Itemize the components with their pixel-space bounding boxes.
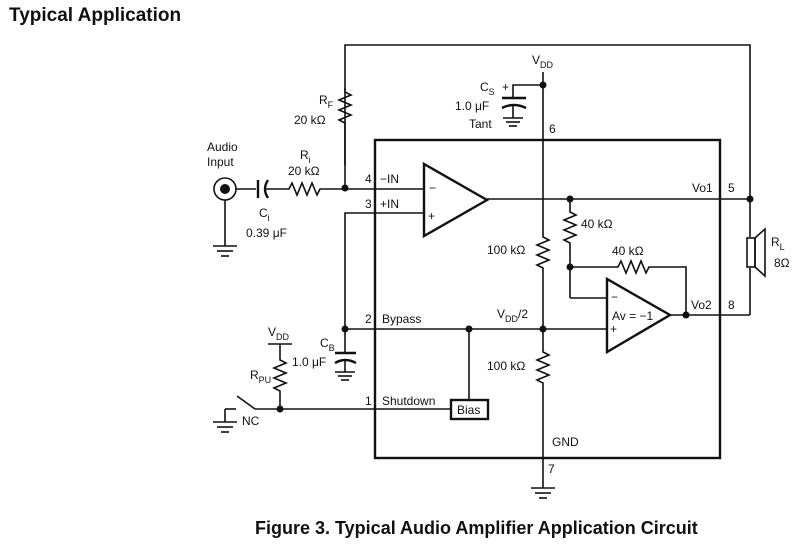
ci-label: Ci	[259, 206, 270, 223]
vdd-label: VDD	[532, 53, 554, 70]
pin2-name-label: Bypass	[382, 312, 421, 326]
rl-label: RL	[771, 235, 785, 252]
rpu-resistor	[271, 356, 289, 394]
figure-caption: Figure 3. Typical Audio Amplifier Applic…	[255, 518, 698, 538]
cs-plate-bottom	[501, 103, 527, 110]
r40-vertical-resistor	[561, 199, 579, 246]
cb-plate-bottom	[334, 358, 357, 365]
speaker-icon	[746, 237, 756, 268]
cb-value-label: 1.0 μF	[292, 355, 326, 369]
pin1-name-label: Shutdown	[382, 394, 435, 408]
pin5-label: 5	[728, 181, 735, 195]
opamp2-minus-label: −	[611, 290, 618, 304]
opamp1-plus-label: +	[428, 209, 435, 223]
opamp1-minus-label: −	[429, 181, 436, 195]
feedback-wire	[344, 44, 751, 198]
page-title: Typical Application	[9, 5, 182, 26]
vdd-half-label: VDD/2	[497, 307, 528, 324]
ri-resistor	[285, 180, 324, 198]
pin3-name-label: +IN	[380, 197, 399, 211]
cs-label: CS	[480, 80, 495, 97]
r40-vertical-label: 40 kΩ	[581, 217, 613, 231]
noninverting-input-wire	[344, 212, 424, 329]
pin6-label: 6	[549, 122, 556, 136]
opamp-2	[605, 276, 673, 355]
r100-upper-resistor	[534, 233, 552, 272]
cs-wire	[512, 84, 543, 97]
cb-label: CB	[320, 336, 335, 353]
opamp2-plus-label: +	[610, 322, 617, 336]
r40-horizontal-resistor	[614, 258, 653, 276]
pin1-label: 1	[365, 394, 372, 408]
r40-h-wire-right	[653, 266, 687, 315]
r40-horizontal-label: 40 kΩ	[612, 244, 644, 258]
r100-upper-label: 100 kΩ	[487, 243, 525, 257]
bias-label: Bias	[457, 403, 480, 417]
rf-value-label: 20 kΩ	[294, 113, 326, 127]
rl-value-label: 8Ω	[774, 256, 790, 270]
pin4-name-label: −IN	[380, 172, 399, 186]
gain-label: Av = −1	[612, 309, 653, 323]
audio-input-label-2: Input	[207, 155, 234, 169]
switch-lever-icon	[236, 395, 256, 410]
cs-plus-label: +	[502, 80, 509, 94]
rf-resistor	[336, 88, 354, 126]
cs-type-label: Tant	[469, 117, 492, 131]
audio-jack-center-icon	[220, 184, 230, 194]
audio-input-label-1: Audio	[207, 140, 238, 154]
r100-lower-resistor	[534, 348, 552, 386]
cs-value-label: 1.0 μF	[455, 99, 489, 113]
ri-label: Ri	[300, 148, 311, 165]
pin7-label: 7	[548, 462, 555, 476]
pin8-label: 8	[728, 298, 735, 312]
nc-label: NC	[242, 414, 260, 428]
vo1-label: Vo1	[692, 181, 713, 195]
ci-value-label: 0.39 μF	[246, 226, 287, 240]
ic-package-outline	[373, 138, 722, 460]
vo2-label: Vo2	[691, 298, 712, 312]
pin3-label: 3	[365, 197, 372, 211]
pin2-label: 2	[365, 312, 372, 326]
ci-plate-right	[263, 179, 270, 199]
rpu-label: RPU	[250, 368, 271, 385]
pin4-label: 4	[365, 172, 372, 186]
inverting-node	[341, 184, 349, 192]
vdd-pu-label: VDD	[268, 325, 290, 342]
ri-value-label: 20 kΩ	[288, 164, 320, 178]
opamp-1	[422, 161, 490, 239]
vo2-node	[682, 311, 690, 319]
r100-lower-label: 100 kΩ	[487, 359, 525, 373]
rf-label: RF	[319, 93, 334, 110]
gnd-label: GND	[552, 435, 579, 449]
speaker-cone-icon	[754, 227, 766, 278]
